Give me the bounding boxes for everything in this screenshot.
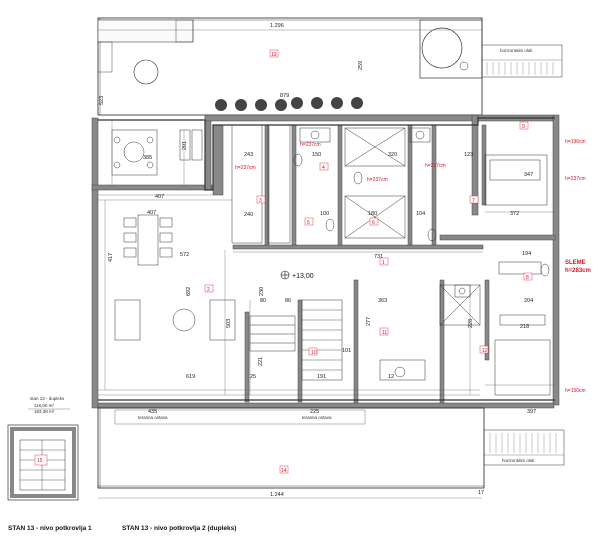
dim-731: 731 xyxy=(374,254,383,260)
unit-line-3: 193,38 m² xyxy=(34,409,55,414)
caption-level-2: STAN 13 - nivo potkrovlja 2 (dupleks) xyxy=(122,525,236,532)
room-number-9: 9 xyxy=(522,124,525,130)
room-number-7: 7 xyxy=(472,198,475,204)
dim-879: 879 xyxy=(280,93,289,99)
dim-101: 101 xyxy=(342,348,351,354)
dim-225: 225 xyxy=(310,409,319,415)
terrace-storage-label-2: terasna ostava xyxy=(302,415,332,420)
dim-347: 347 xyxy=(524,172,533,178)
height-237-b: h=237cm xyxy=(300,142,321,148)
terrace-storage-label-1: terasna ostava xyxy=(138,415,168,420)
dim-17: 17 xyxy=(478,490,484,496)
room-number-11: 11 xyxy=(382,330,387,336)
roof-outline xyxy=(98,117,555,401)
dim-100: 100 xyxy=(320,211,329,217)
dim-123: 123 xyxy=(464,152,473,158)
dim-523: 523 xyxy=(99,96,105,105)
room-number-5: 5 xyxy=(307,220,310,226)
dim-230: 230 xyxy=(259,287,265,296)
dimension-lines xyxy=(98,29,555,499)
dimension-labels: 1.296 1.244 259 523 385 201 879 243 240 … xyxy=(99,23,536,498)
room-number-6: 6 xyxy=(372,220,375,226)
main-walls xyxy=(91,114,560,409)
level-mark: +13,00 xyxy=(280,270,314,280)
unit-line-1: stan 13 - dupleks xyxy=(30,396,65,401)
dim-86: 86 xyxy=(285,298,291,304)
furniture xyxy=(111,129,426,381)
sleme-label: SLEME xyxy=(565,260,586,266)
dim-619: 619 xyxy=(186,374,195,380)
dim-417: 417 xyxy=(108,253,114,262)
dim-204: 204 xyxy=(524,298,533,304)
dim-80: 80 xyxy=(260,298,266,304)
room-tags: 13 14 1 2 3 4 5 6 7 8 9 10 11 12 xyxy=(204,49,533,474)
dim-218: 218 xyxy=(520,324,529,330)
room-number-8: 8 xyxy=(526,275,529,281)
dim-259: 259 xyxy=(358,61,364,70)
dim-228: 228 xyxy=(468,319,474,328)
dim-385: 385 xyxy=(143,155,152,161)
dim-692: 692 xyxy=(186,287,192,296)
room-number-4: 4 xyxy=(322,165,325,171)
height-237-c: h=237cm xyxy=(367,177,388,183)
gutter-label-bottom: horizontalni oluk xyxy=(502,458,535,463)
room-number-2: 2 xyxy=(207,287,210,293)
dim-25: 25 xyxy=(250,374,256,380)
dim-407-a: 407 xyxy=(155,194,164,200)
dim-bottom-width: 1.244 xyxy=(270,492,284,498)
height-237-a: h=237cm xyxy=(235,165,256,171)
dim-150: 150 xyxy=(312,152,321,158)
dim-191: 191 xyxy=(317,374,326,380)
mini-plan-level-1: 15 xyxy=(7,424,79,501)
dim-243: 243 xyxy=(244,152,253,158)
dim-397: 397 xyxy=(527,409,536,415)
height-237-d: h=237cm xyxy=(425,163,446,169)
dim-240: 240 xyxy=(244,212,253,218)
planter-plants xyxy=(215,97,363,111)
dim-top-width: 1.296 xyxy=(270,23,284,29)
dim-180: 180 xyxy=(368,211,377,217)
bottom-terrace xyxy=(97,407,485,489)
unit-line-2: 116,00 m² xyxy=(34,403,54,408)
dim-277: 277 xyxy=(366,317,372,326)
room-number-13: 13 xyxy=(271,52,277,58)
room-number-15: 15 xyxy=(37,458,43,464)
room-number-3: 3 xyxy=(259,198,262,204)
dim-435: 435 xyxy=(148,409,157,415)
sleme-height: h=283cm xyxy=(565,268,591,274)
dim-12: 12 xyxy=(388,374,394,380)
room-number-10: 10 xyxy=(311,350,317,356)
gutter-label-top: horizontalni oluk xyxy=(500,48,533,53)
caption-level-1: STAN 13 - nivo potkrovlja 1 xyxy=(8,525,92,532)
height-annotations: h=237cm h=237cm h=237cm h=237cm h=196cm … xyxy=(235,139,591,394)
dim-372: 372 xyxy=(510,211,519,217)
height-150: h=150cm xyxy=(565,388,586,394)
level-mark-text: +13,00 xyxy=(292,273,314,280)
dim-407-b: 407 xyxy=(147,210,156,216)
top-terrace xyxy=(97,17,483,116)
dim-363: 363 xyxy=(378,298,387,304)
dim-320: 320 xyxy=(388,152,397,158)
dim-104: 104 xyxy=(416,211,425,217)
dim-572: 572 xyxy=(180,252,189,258)
room-number-12: 12 xyxy=(482,348,488,354)
dim-221: 221 xyxy=(258,357,264,366)
gutter-top-right: horizontalni oluk xyxy=(481,44,563,78)
room-number-1: 1 xyxy=(382,260,385,266)
dim-194: 194 xyxy=(522,251,531,257)
gutter-bottom-right: horizontalni oluk xyxy=(483,429,565,466)
dim-201: 201 xyxy=(182,141,188,150)
height-196: h=196cm xyxy=(565,139,586,145)
dim-503: 503 xyxy=(226,319,232,328)
room-number-14: 14 xyxy=(281,468,287,474)
height-237-e: h=237cm xyxy=(565,176,586,182)
fixtures xyxy=(231,124,551,396)
unit-info: stan 13 - dupleks 116,00 m² 193,38 m² xyxy=(28,396,70,414)
